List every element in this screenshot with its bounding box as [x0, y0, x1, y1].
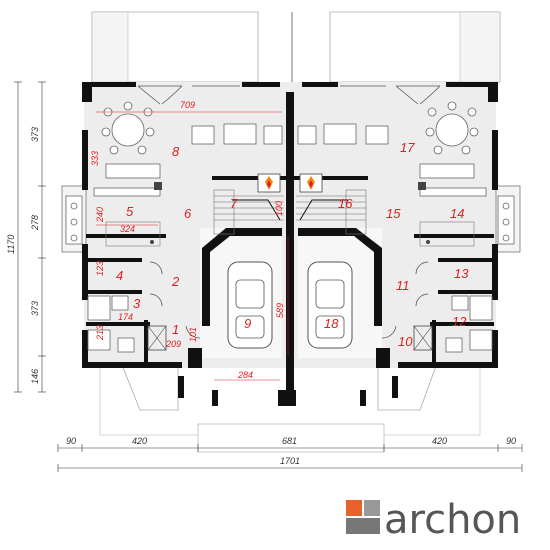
hdim-4: 420 [432, 436, 447, 446]
furniture [65, 101, 283, 353]
room-label-8: 8 [172, 144, 180, 159]
room-label-17: 17 [400, 140, 415, 155]
roof-outline [91, 11, 501, 453]
outer-vertical-dimensions: 373 278 373 146 1170 [6, 127, 40, 384]
room-label-9: 9 [244, 316, 251, 331]
hdim-3: 681 [282, 436, 297, 446]
dim-174: 174 [118, 312, 133, 322]
vdim-total: 1170 [6, 235, 16, 254]
room-label-15: 15 [386, 206, 401, 221]
dim-101: 101 [188, 327, 198, 342]
logo-mark-square [346, 500, 362, 516]
room-label-12: 12 [452, 314, 467, 329]
dim-709: 709 [180, 100, 195, 110]
dimension-lines [14, 81, 523, 472]
room-label-18: 18 [324, 316, 339, 331]
dim-209: 209 [165, 339, 181, 349]
dim-333: 333 [90, 151, 100, 166]
archon-logo: archon [346, 497, 521, 543]
dim-123: 123 [95, 261, 105, 276]
room-label-16: 16 [338, 196, 353, 211]
room-label-7: 7 [230, 196, 238, 211]
vdim-2: 278 [30, 215, 40, 231]
room-label-13: 13 [454, 266, 469, 281]
vdim-3: 373 [30, 301, 40, 316]
walls [82, 82, 498, 406]
dim-589: 589 [275, 303, 285, 318]
room-label-3: 3 [133, 296, 141, 311]
openings [137, 85, 441, 339]
outer-horizontal-dimensions: 90 420 681 420 90 1701 [66, 436, 516, 466]
dim-100: 100 [274, 201, 284, 216]
dim-284: 284 [237, 370, 253, 380]
room-label-11: 11 [396, 278, 410, 293]
hdim-2: 420 [132, 436, 147, 446]
vdim-1: 373 [30, 127, 40, 142]
logo-mark-base [346, 518, 380, 534]
hdim-1: 90 [66, 436, 76, 446]
logo-mark-grey [364, 500, 380, 516]
hdim-total: 1701 [280, 456, 300, 466]
stairs [214, 195, 366, 221]
dim-213: 213 [95, 325, 105, 341]
dim-240: 240 [95, 207, 105, 223]
interior-dimensions: 709 333 240 324 123 174 213 209 101 100 … [90, 100, 285, 380]
room-label-6: 6 [184, 206, 192, 221]
dim-324: 324 [120, 224, 135, 234]
room-label-14: 14 [450, 206, 464, 221]
room-label-1: 1 [172, 322, 179, 337]
furniture-mirrored [297, 101, 515, 353]
room-labels: 1 2 3 4 5 6 7 8 9 10 11 12 13 14 15 16 1… [116, 140, 469, 349]
room-label-4: 4 [116, 268, 123, 283]
vdim-4: 146 [30, 369, 40, 384]
hdim-5: 90 [506, 436, 516, 446]
room-label-10: 10 [398, 334, 413, 349]
room-label-2: 2 [171, 274, 180, 289]
logo-wordmark: archon [384, 497, 521, 543]
room-label-5: 5 [126, 204, 134, 219]
